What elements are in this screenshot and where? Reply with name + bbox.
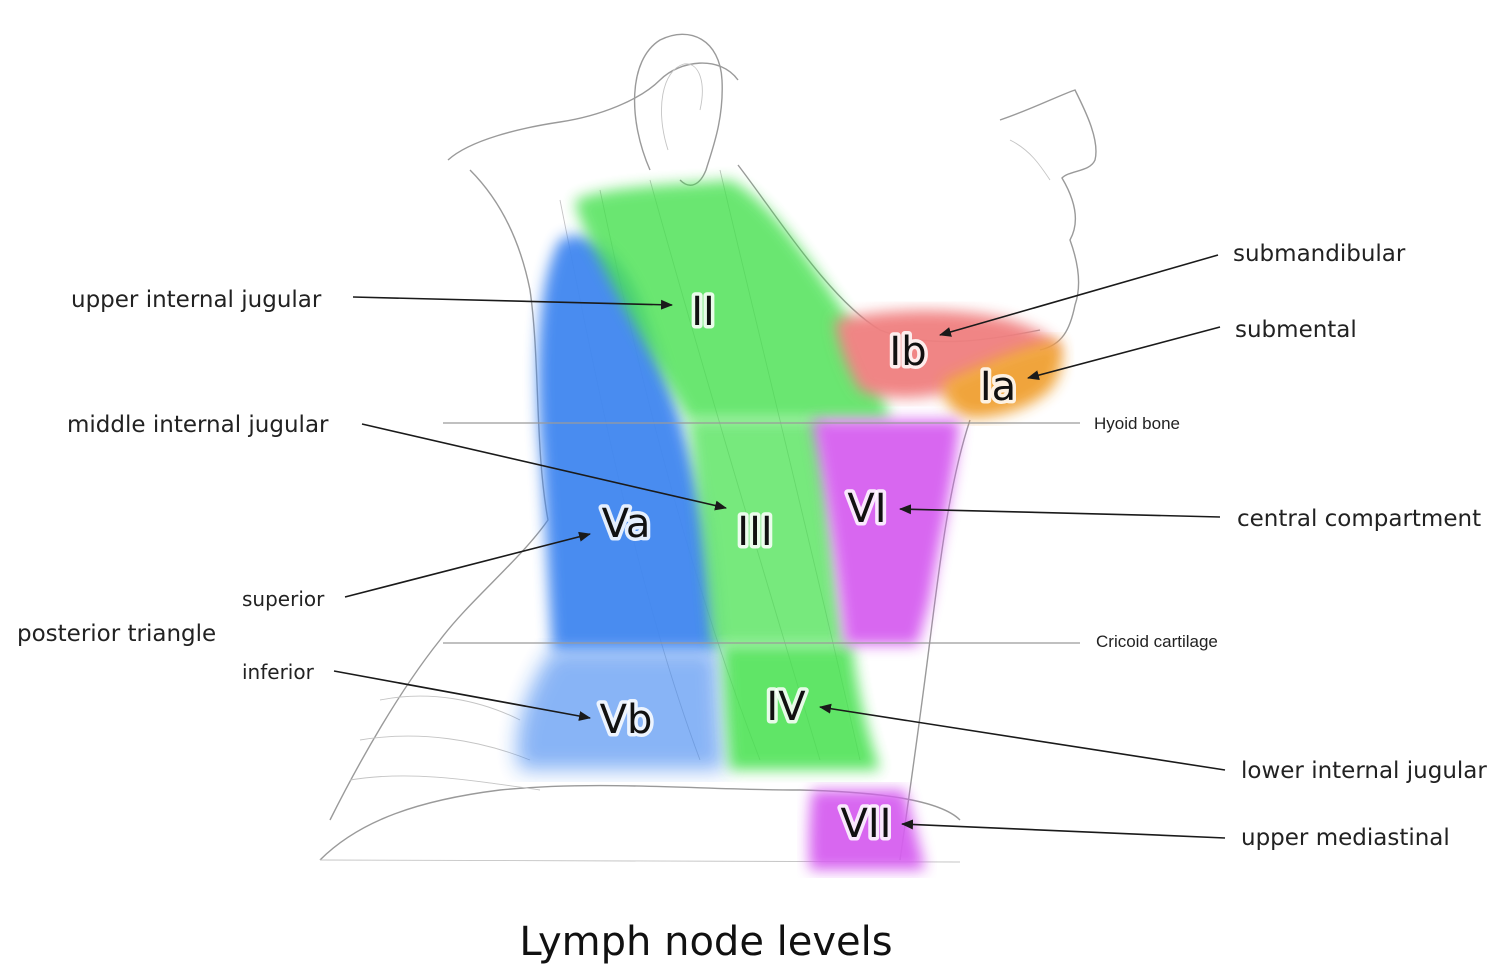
level-regions	[517, 180, 1062, 870]
label-hyoid-bone: Hyoid bone	[1094, 414, 1180, 433]
face-profile	[1000, 90, 1096, 350]
level-ii-label: II	[691, 289, 715, 335]
arrow-submandibular	[940, 255, 1218, 335]
level-vii-label: VII	[841, 801, 892, 847]
arrow-lower-internal-jugular	[820, 707, 1225, 770]
label-superior: superior	[242, 587, 325, 611]
ear-outline	[635, 34, 723, 185]
label-cricoid-cartilage: Cricoid cartilage	[1096, 632, 1218, 651]
label-submental: submental	[1235, 317, 1357, 343]
label-submandibular: submandibular	[1233, 241, 1406, 267]
diagram-title: Lymph node levels	[519, 919, 892, 965]
level-iv-label: IV	[766, 684, 806, 730]
left-labels: upper internal jugular middle internal j…	[17, 287, 329, 684]
level-iii-label: III	[737, 509, 772, 555]
label-central-compartment: central compartment	[1237, 506, 1481, 532]
level-va-label: Va	[602, 501, 651, 547]
level-vi-label: VI	[847, 486, 886, 532]
label-middle-internal-jugular: middle internal jugular	[67, 412, 329, 438]
label-upper-internal-jugular: upper internal jugular	[71, 287, 322, 313]
label-posterior-triangle: posterior triangle	[17, 621, 216, 647]
label-inferior: inferior	[242, 660, 315, 684]
level-ib-label: Ib	[889, 329, 926, 375]
level-ia-label: Ia	[980, 364, 1016, 410]
arrow-upper-mediastinal	[902, 824, 1225, 838]
level-vb-label: Vb	[600, 697, 653, 743]
label-lower-internal-jugular: lower internal jugular	[1241, 758, 1487, 784]
label-upper-mediastinal: upper mediastinal	[1241, 825, 1450, 851]
